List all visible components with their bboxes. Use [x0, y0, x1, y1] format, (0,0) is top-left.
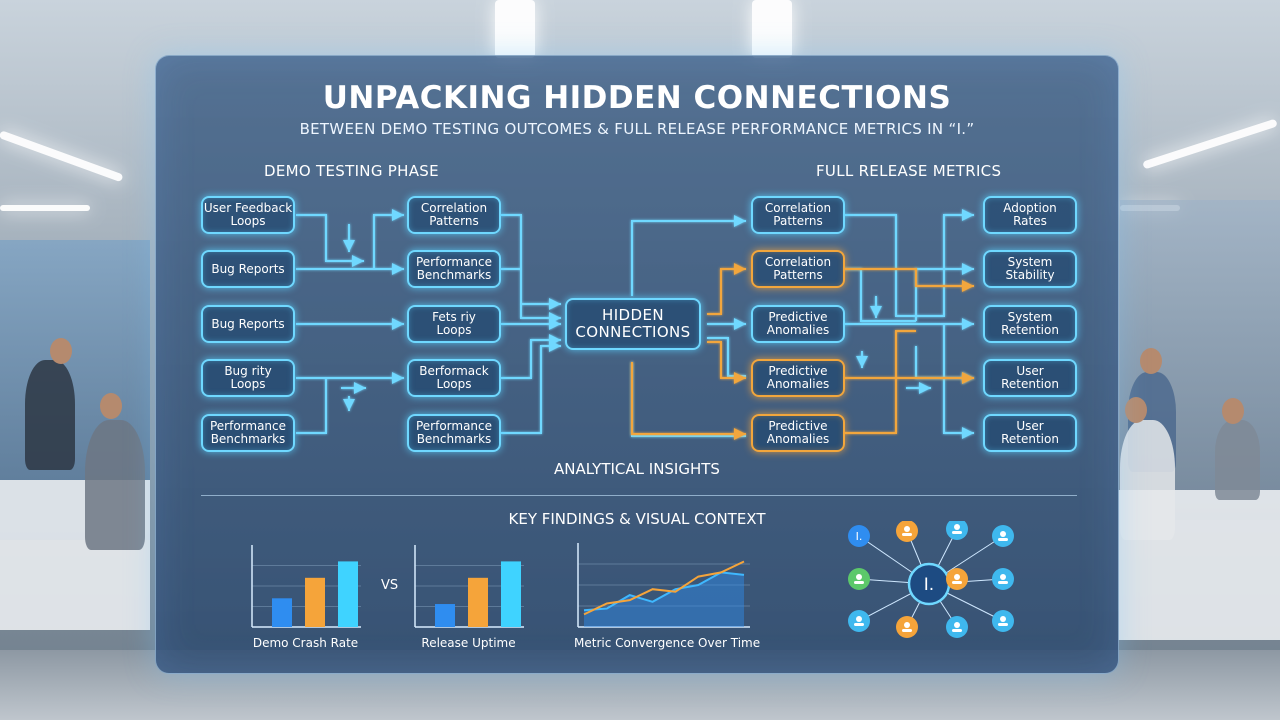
wire [632, 221, 746, 296]
user-icon-base [902, 533, 912, 536]
demo-input-node: Bug rity Loops [201, 359, 295, 397]
release-output-node: Adoption Rates [983, 196, 1077, 234]
monitor-icon-base [952, 531, 962, 534]
ceiling-light [752, 0, 792, 58]
release-output-node: System Stability [983, 250, 1077, 288]
person-head [100, 393, 122, 419]
bar [338, 561, 358, 627]
bug-icon [856, 574, 862, 580]
release-output-node: System Retention [983, 305, 1077, 343]
wire [501, 215, 561, 304]
ceiling-light [0, 205, 90, 211]
wire-orange [844, 331, 916, 433]
demo-pattern-node: Berformack Loops [407, 359, 501, 397]
release-output-node: User Retention [983, 359, 1077, 397]
network-center-label: I. [924, 575, 934, 595]
vs-label: VS [381, 578, 398, 593]
network-node-label: I. [856, 530, 863, 543]
chart-xlabel: Release Uptime [411, 636, 526, 650]
bug-icon-base [854, 581, 864, 584]
ceiling-light [0, 130, 124, 182]
share-icon-base [998, 538, 1008, 541]
tools-icon [1000, 616, 1006, 622]
target-icon-base [952, 581, 962, 584]
demo-input-node: Bug Reports [201, 305, 295, 343]
bar [435, 604, 455, 627]
user-icon-base [902, 629, 912, 632]
demo-pattern-node: Fets riy Loops [407, 305, 501, 343]
tools-icon-base [998, 623, 1008, 626]
release-pattern-node: Predictive Anomalies [751, 305, 845, 343]
release-pattern-node: Correlation Patterns [751, 196, 845, 234]
wire [364, 215, 404, 269]
bug-icon [856, 616, 862, 622]
hidden-connections-node: HIDDEN CONNECTIONS [565, 298, 701, 350]
release-output-node: User Retention [983, 414, 1077, 452]
network-diagram: I. I. [841, 521, 1021, 651]
person [1120, 420, 1175, 540]
wire [501, 269, 561, 318]
ceiling-light [1142, 119, 1278, 170]
demo-pattern-node: Performance Benchmarks [407, 414, 501, 452]
bar [501, 561, 521, 627]
demo-input-node: Bug Reports [201, 250, 295, 288]
demo-pattern-node: Correlation Patterns [407, 196, 501, 234]
analytical-insights-heading: ANALYTICAL INSIGHTS [156, 460, 1118, 478]
wire [296, 215, 364, 261]
wire-orange [844, 269, 974, 286]
demo-pattern-node: Performance Benchmarks [407, 250, 501, 288]
chart-xlabel: Demo Crash Rate [248, 636, 363, 650]
person-head [1222, 398, 1244, 424]
bar [468, 578, 488, 627]
wire [707, 338, 746, 376]
chart-xlabel: Metric Convergence Over Time [574, 636, 754, 650]
gear-icon [1000, 574, 1006, 580]
bar [305, 578, 325, 627]
release-pattern-node: Predictive Anomalies [751, 414, 845, 452]
wire-orange [707, 269, 746, 314]
share-icon [1000, 531, 1006, 537]
divider [201, 495, 1077, 496]
wire [844, 269, 916, 321]
gear-icon-base [998, 581, 1008, 584]
ceiling-light [495, 0, 535, 58]
person-head [1125, 397, 1147, 423]
demo-input-node: User Feedback Loops [201, 196, 295, 234]
demo-crash-rate-chart [248, 539, 363, 634]
area-series [584, 572, 744, 627]
network-node-monitor-icon [946, 521, 968, 540]
monitor-icon [954, 524, 960, 530]
user-icon [904, 622, 910, 628]
wire [844, 215, 974, 316]
person [1215, 420, 1260, 500]
infographic-panel: UNPACKING HIDDEN CONNECTIONS BETWEEN DEM… [155, 55, 1119, 674]
release-uptime-chart [411, 539, 526, 634]
bug-icon-base [854, 623, 864, 626]
target-icon [954, 574, 960, 580]
monitor-icon [954, 622, 960, 628]
person-head [1140, 348, 1162, 374]
person [25, 360, 75, 470]
monitor-icon-base [952, 629, 962, 632]
bar [272, 598, 292, 627]
metric-convergence-chart [574, 539, 754, 634]
wire [296, 378, 356, 433]
release-pattern-node: Predictive Anomalies [751, 359, 845, 397]
demo-input-node: Performance Benchmarks [201, 414, 295, 452]
person-head [50, 338, 72, 364]
release-pattern-node: Correlation Patterns [751, 250, 845, 288]
person [85, 420, 145, 550]
wire-orange [707, 342, 746, 378]
user-icon [904, 526, 910, 532]
